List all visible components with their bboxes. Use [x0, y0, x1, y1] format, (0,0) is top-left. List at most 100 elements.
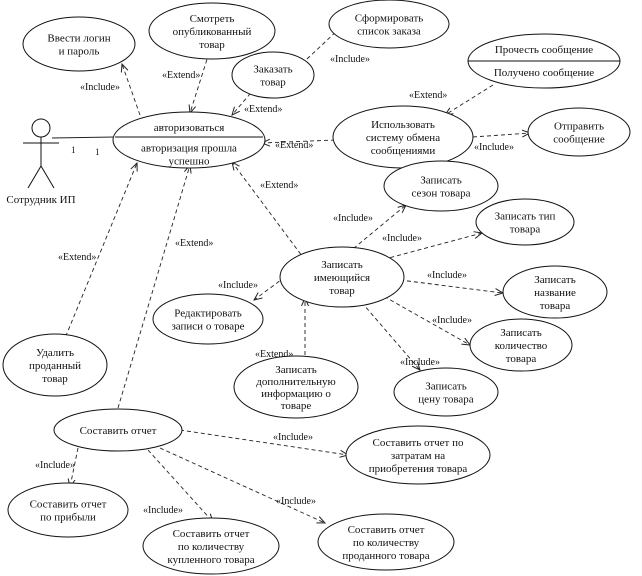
usecase-label-line: Удалить	[36, 347, 74, 359]
label-extend: «Extend»	[260, 180, 298, 191]
label-include: «Include»	[333, 213, 373, 224]
usecase-label-line: по прибыли	[40, 512, 96, 524]
label-extend: «Extend»	[58, 252, 96, 263]
association-line	[51, 136, 116, 139]
usecase-read-message[interactable]: Прочесть сообщение Получено сообщение	[467, 33, 621, 89]
label-include: «Include»	[218, 280, 258, 291]
usecase-label-line: приобретения товара	[369, 463, 468, 475]
relations	[51, 28, 530, 523]
usecase-label-line: Составить отчет	[30, 499, 107, 511]
usecase-label-line: сезон товара	[412, 188, 471, 200]
rel-read-messaging	[445, 84, 494, 115]
usecase-label-line: по количеству	[178, 541, 245, 553]
label-include: «Include»	[143, 505, 183, 516]
usecase-label-line: затратам на	[391, 450, 445, 462]
label-include: «Include»	[273, 432, 313, 443]
label-extend: «Extend»	[175, 238, 213, 249]
multiplicity-left: 1	[71, 145, 76, 155]
usecase-label-line: сообщение	[553, 134, 605, 146]
usecase-label-line: успешно	[168, 156, 210, 168]
label-include: «Include»	[276, 496, 316, 507]
actor-leg-left	[27, 165, 42, 189]
label-include: «Include»	[35, 460, 75, 471]
rel-report-bought	[147, 449, 213, 522]
label-extend: «Extend»	[255, 349, 293, 360]
rel-report-costs	[179, 429, 348, 455]
usecase-make-report[interactable]: Составить отчет	[53, 408, 183, 452]
usecase-label-line: Записать	[500, 327, 541, 339]
usecase-label-line: дополнительную	[256, 376, 335, 388]
usecase-label-line: купленного товара	[167, 554, 254, 566]
rel-messaging-send	[472, 133, 530, 137]
usecase-label-line: товара	[510, 224, 541, 236]
label-extend: «Extend»	[275, 140, 313, 151]
rel-auth-enter-login	[122, 64, 141, 116]
usecase-label-line: Составить отчет	[80, 425, 157, 437]
label-include: «Include»	[382, 233, 422, 244]
usecase-label-line: систему обмена	[366, 132, 440, 144]
label-include: «Include»	[400, 357, 440, 368]
rel-report-auth	[117, 165, 190, 409]
rel-order-auth	[232, 87, 256, 115]
usecase-label-line: Записать	[275, 364, 316, 376]
usecase-label-top: Прочесть сообщение	[495, 44, 593, 56]
usecase-label-line: товара	[506, 353, 537, 365]
rel-delete-auth	[62, 163, 137, 344]
usecase-label-line: Редактировать	[174, 308, 242, 320]
actor-employee[interactable]: Сотрудник ИП 1 1	[6, 118, 100, 206]
usecase-label-line: Записать тип	[495, 211, 556, 223]
usecase-label-top: авторизоваться	[154, 122, 225, 134]
usecase-label-line: количество	[495, 340, 548, 352]
usecase-label-line: и пароль	[59, 46, 100, 58]
rel-record-qty	[377, 292, 470, 345]
rel-record-name	[399, 279, 503, 293]
usecase-label-bottom: Получено сообщение	[494, 67, 594, 79]
multiplicity-right: 1	[95, 147, 100, 157]
usecase-label-line: Записать	[321, 259, 362, 271]
usecase-label-line: имеющийся	[314, 272, 370, 284]
label-include: «Include»	[80, 82, 120, 93]
usecase-label-line: опубликованный	[173, 26, 252, 38]
rel-report-sold	[159, 447, 325, 523]
rel-record-season	[347, 205, 406, 254]
usecase-label-line: товар	[329, 285, 355, 297]
rel-record-price	[356, 296, 420, 370]
usecase-label-line: список заказа	[357, 26, 421, 38]
